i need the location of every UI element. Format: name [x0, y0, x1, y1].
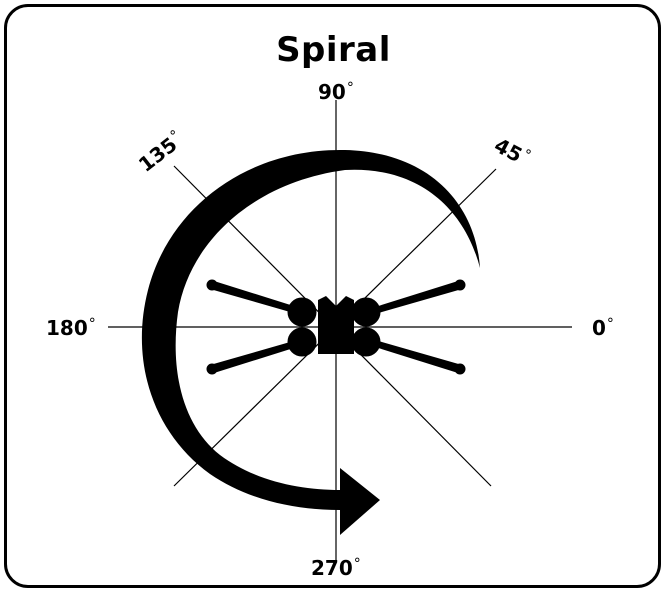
angle-label-180: 180°: [46, 316, 96, 340]
angle-value-90: 90: [318, 80, 346, 104]
degree-symbol: °: [607, 316, 614, 332]
degree-symbol: °: [347, 80, 354, 96]
angle-label-90: 90°: [318, 80, 354, 104]
angle-label-270: 270°: [311, 556, 361, 580]
angle-value-270: 270: [311, 556, 353, 580]
degree-symbol: °: [354, 556, 361, 572]
angle-label-0: 0°: [592, 316, 614, 340]
angle-value-0: 0: [592, 316, 606, 340]
angle-value-180: 180: [46, 316, 88, 340]
degree-symbol: °: [89, 316, 96, 332]
